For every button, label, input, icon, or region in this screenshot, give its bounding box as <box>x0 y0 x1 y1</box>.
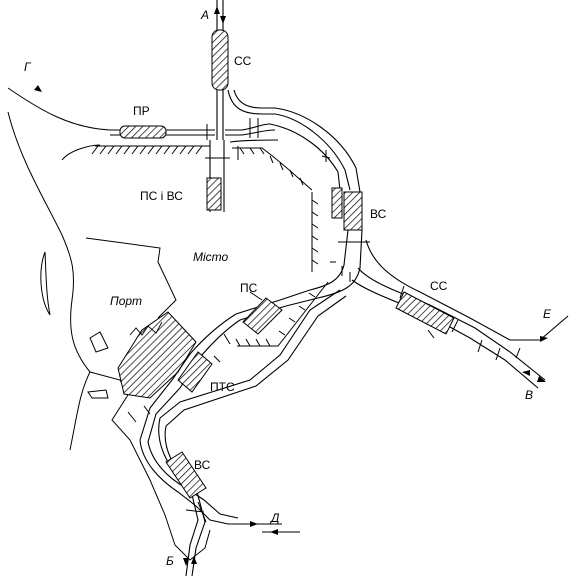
label-ps-vs-north: ПС і ВС <box>140 189 183 203</box>
label-port: Порт <box>110 294 142 308</box>
label-dir-b: Б <box>166 554 174 568</box>
label-pr: ПР <box>133 104 150 118</box>
station-ss-north <box>211 29 229 91</box>
label-city: Місто <box>193 250 229 264</box>
label-dir-g: Г <box>24 60 32 74</box>
arrow-b2-icon <box>191 556 197 564</box>
arrow-d1-icon <box>250 521 258 527</box>
embankments <box>91 145 329 347</box>
label-ss-north: СС <box>234 54 252 68</box>
arrow-v2-icon <box>522 370 530 376</box>
tracks <box>110 0 569 576</box>
label-vs-center: ВС <box>370 207 387 221</box>
label-pts: ПТС <box>210 380 235 394</box>
label-ss-east: СС <box>430 279 448 293</box>
arrow-a-up-icon <box>214 6 220 14</box>
arrow-a-down-icon <box>220 16 226 24</box>
stations <box>119 29 455 499</box>
label-ps: ПС <box>240 281 258 295</box>
station-ss-east <box>395 291 455 335</box>
station-vs-center-side <box>331 187 343 219</box>
label-dir-v: В <box>525 388 533 402</box>
station-vs-south <box>165 451 207 499</box>
label-vs-south: ВС <box>194 458 211 472</box>
arrow-b1-icon <box>183 558 189 566</box>
labels: А СС Г ПР ПС і ВС ВС Місто ПС СС Порт Е … <box>24 8 552 568</box>
station-vs-center <box>343 191 363 231</box>
label-dir-e: Е <box>543 307 552 321</box>
port-yard <box>117 311 197 399</box>
arrow-v1-icon <box>537 376 546 382</box>
station-ps <box>242 297 283 335</box>
station-pts <box>177 351 213 393</box>
direction-arrows <box>34 6 548 566</box>
station-pr <box>119 125 167 139</box>
label-dir-a: А <box>200 8 209 22</box>
arrow-g-icon <box>34 85 42 92</box>
label-dir-d: Д <box>269 511 280 525</box>
arrow-e-icon <box>540 336 548 342</box>
station-ps-vs-north <box>206 177 222 211</box>
signals <box>127 118 521 523</box>
